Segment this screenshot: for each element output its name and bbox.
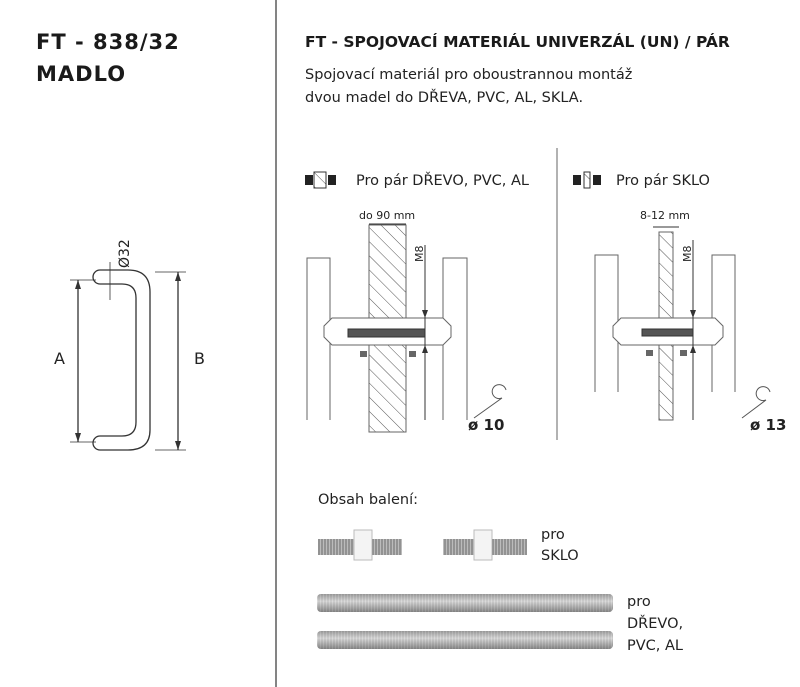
dim-diameter-label: Ø32 [117,239,133,268]
glass-thickness: 8-12 mm [640,209,690,222]
package-glass-label: SKLO [541,548,579,564]
wood-drill: ø 10 [468,416,504,434]
glass-thread: M8 [681,246,694,263]
package-title: Obsah balení: [318,492,418,508]
dim-b-label: B [194,349,205,368]
short-bolt [443,529,527,561]
package-wood-label: pro [627,594,651,610]
product-name: MADLO [36,62,127,86]
description-line-1: Spojovací materiál pro oboustrannou mont… [305,67,633,83]
short-bolt [318,529,402,561]
wood-pair-icon [305,171,336,189]
package-wood-label: DŘEVO, [627,616,684,632]
glass-label: Pro pár SKLO [616,173,710,189]
package-wood-label: PVC, AL [627,638,684,654]
description-line-2: dvou madel do DŘEVA, PVC, AL, SKLA. [305,90,584,106]
section-heading: FT - SPOJOVACÍ MATERIÁL UNIVERZÁL (UN) /… [305,33,730,51]
package-glass-label: pro [541,527,565,543]
product-code: FT - 838/32 [36,30,180,54]
glass-drill: ø 13 [750,416,786,434]
wood-thread: M8 [413,246,426,263]
wood-diagram [306,223,507,433]
wood-label: Pro pár DŘEVO, PVC, AL [356,173,529,189]
handle-drawing [70,262,186,451]
glass-pair-icon [573,171,601,189]
dim-a-label: A [54,349,65,368]
glass-diagram [594,226,771,421]
wood-thickness: do 90 mm [359,209,415,222]
